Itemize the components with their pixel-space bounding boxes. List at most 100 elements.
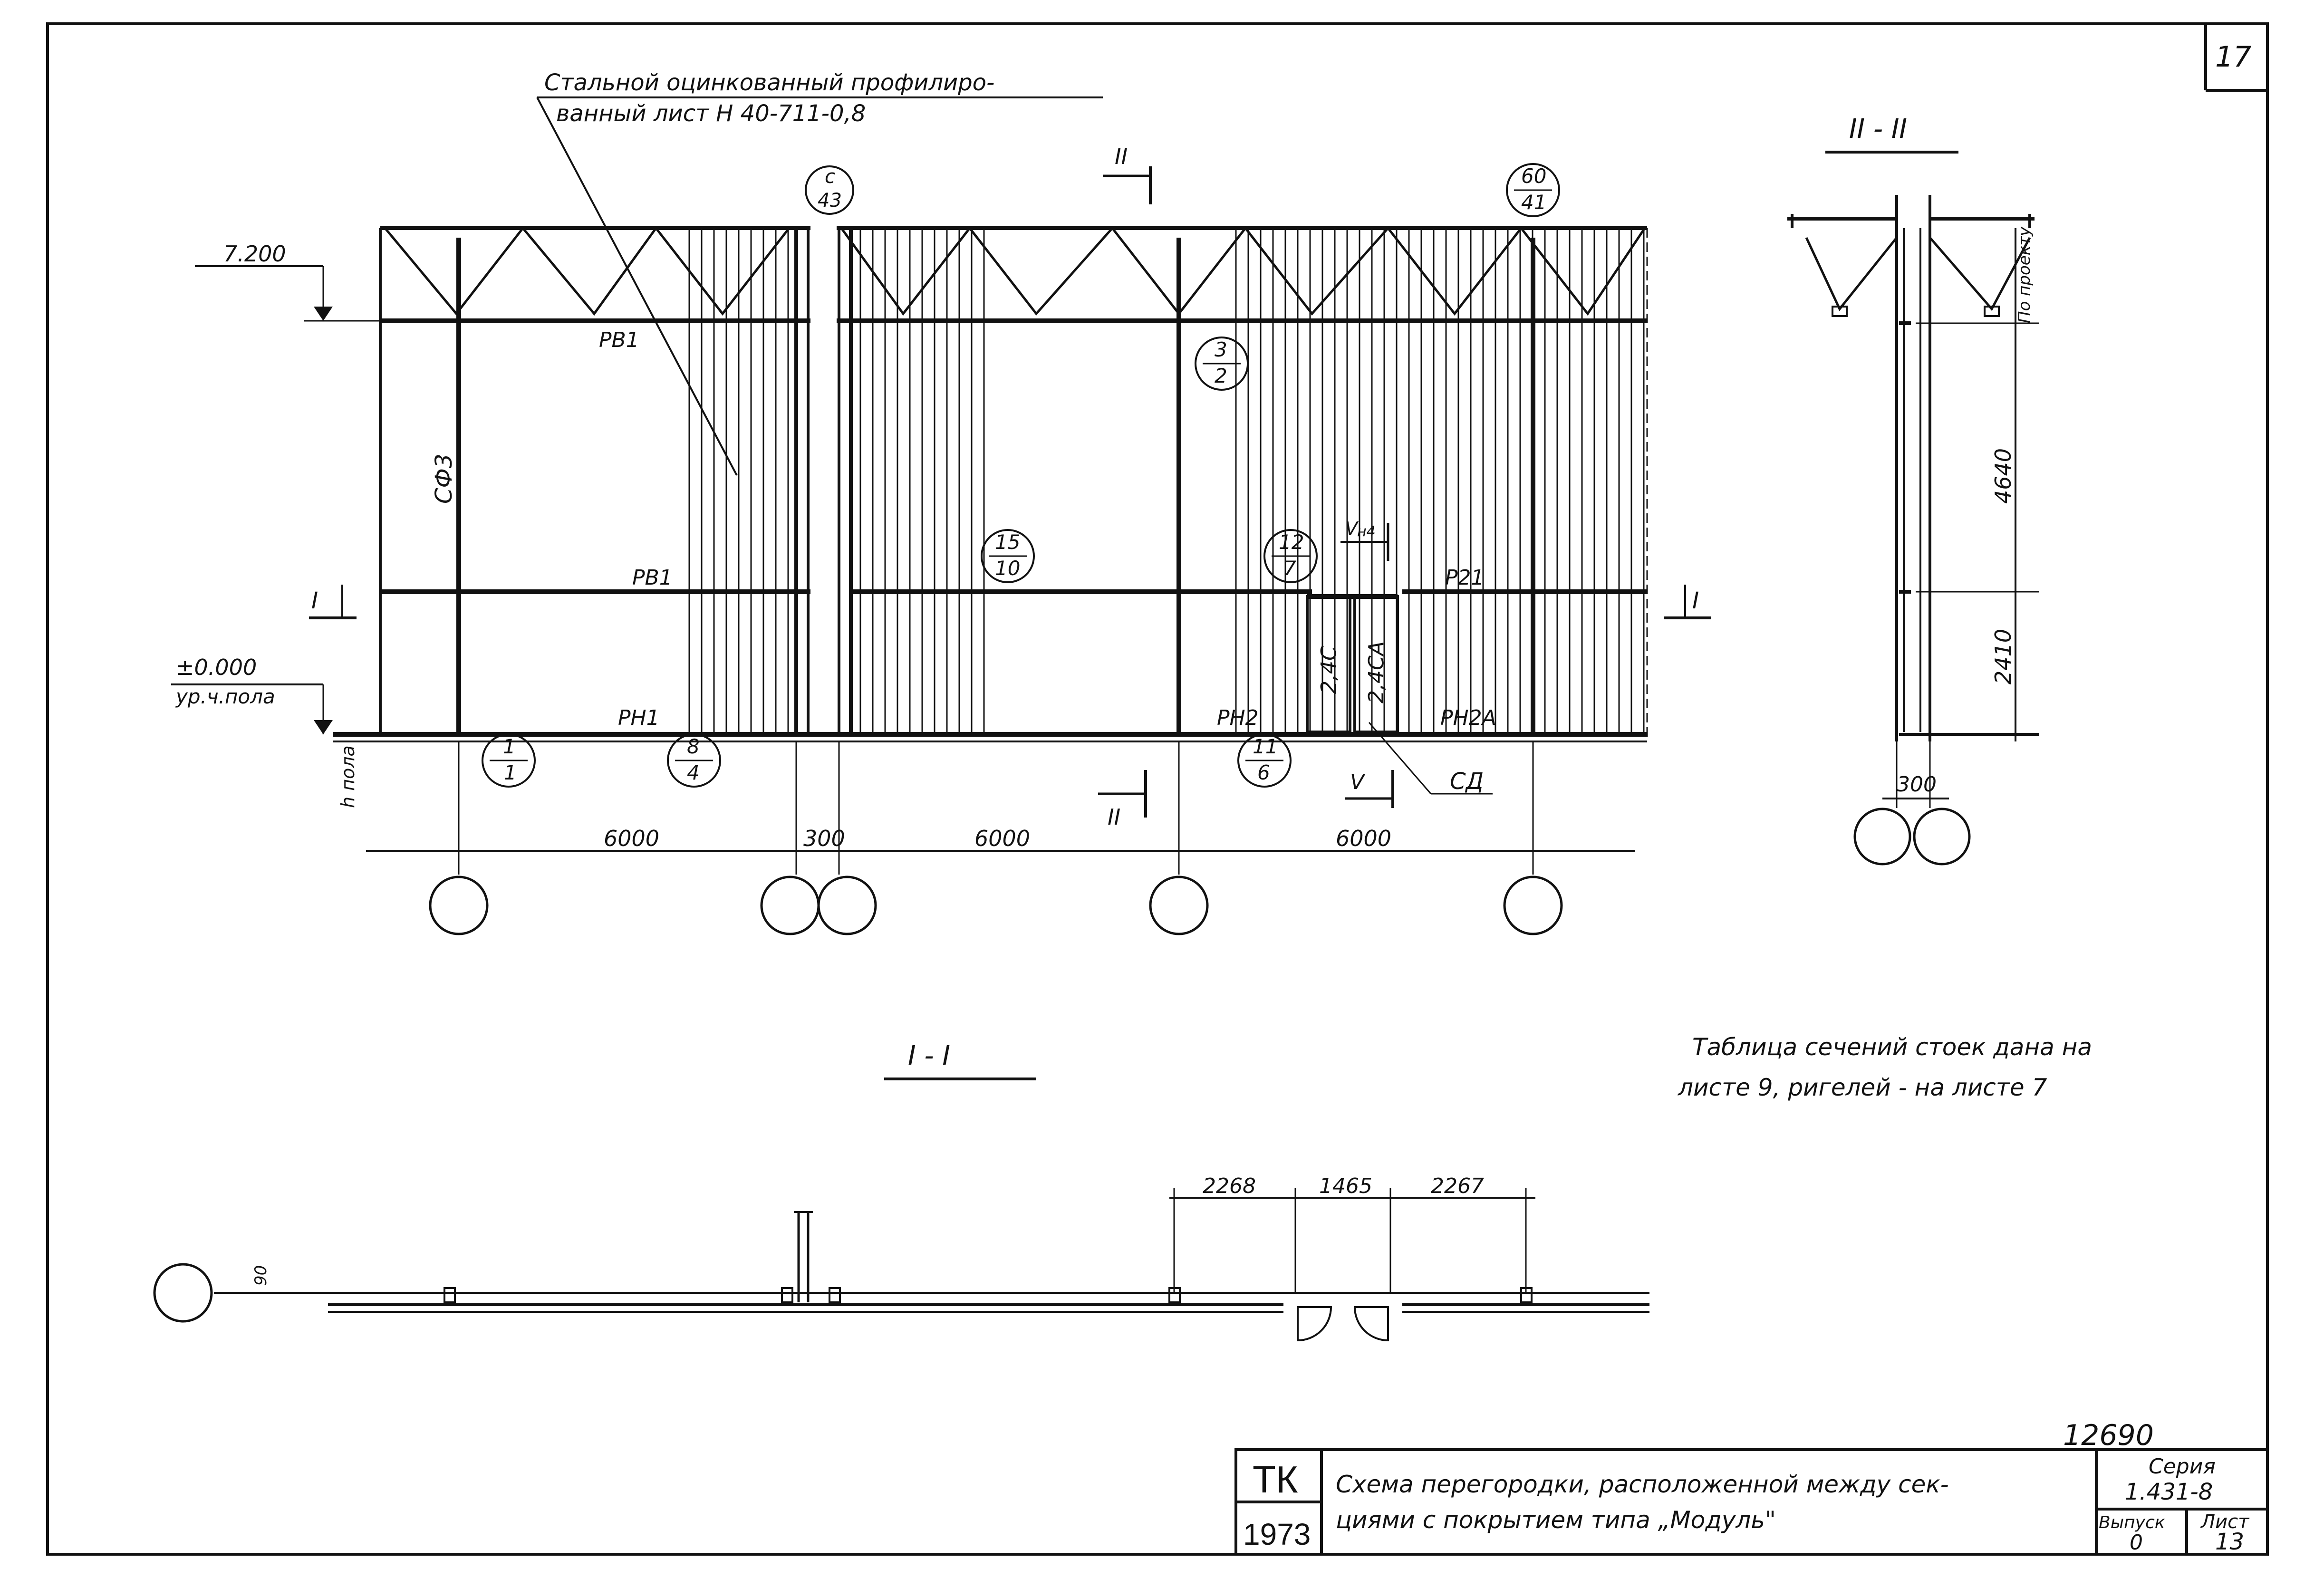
corrugated-sheet-hatch-right [859, 228, 985, 732]
svg-text:4: 4 [687, 761, 700, 784]
corrugated-sheet-hatch-third [1235, 228, 1645, 732]
section-cut-V: V [1345, 770, 1394, 808]
svg-text:V: V [1350, 770, 1366, 794]
material-note-line2: ванный лист Н 40-711-0,8 [556, 100, 866, 127]
callout-15-10: 15 10 [981, 529, 1035, 583]
title-block-issue-value: 0 [2130, 1530, 2143, 1555]
section-I-dim-1465: 1465 [1319, 1174, 1372, 1198]
material-note-line1: Стальной оцинкованный профилиро- [544, 69, 994, 96]
dim-6000-c: 6000 [1336, 826, 1391, 851]
partition-elevation: 2,4С 2,4СА СД 7.200 ±0.000 ур.ч.пола h п… [171, 144, 1711, 935]
svg-text:2: 2 [1215, 364, 1227, 387]
svg-text:7: 7 [1283, 557, 1296, 580]
grid-axis-bubble-4 [1149, 876, 1209, 935]
title-block-title-line2: циями с покрытием типа „Модуль" [1336, 1506, 1776, 1534]
svg-text:н4: н4 [1357, 523, 1376, 540]
section-II-axis-bubble-1 [1853, 808, 1911, 866]
svg-text:10: 10 [995, 557, 1020, 580]
section-cut-II-bottom: II [1098, 770, 1147, 830]
dim-6000-a: 6000 [604, 826, 659, 851]
grid-axis-bubble-5 [1503, 876, 1563, 935]
beam-label-rn2: РН2 [1217, 706, 1259, 730]
callout-11-6: 11 6 [1237, 733, 1292, 788]
level-mark-top: 7.200 [195, 241, 390, 322]
svg-text:II: II [1115, 144, 1128, 169]
svg-text:41: 41 [1521, 191, 1546, 214]
callout-c-43: с 43 [805, 165, 854, 215]
beam-label-rv1-top: РВ1 [599, 328, 639, 352]
section-I-dim-90: 90 [251, 1265, 270, 1286]
svg-text:I: I [311, 587, 318, 614]
svg-text:I: I [1692, 587, 1699, 614]
title-block-title-line1: Схема перегородки, расположенной между с… [1336, 1471, 1949, 1498]
svg-text:V: V [1345, 518, 1359, 539]
section-II-dim-300: 300 [1897, 772, 1937, 797]
svg-text:1: 1 [503, 735, 516, 758]
sheet-corner-number: 17 [2215, 40, 2251, 74]
svg-text:12: 12 [1279, 530, 1304, 554]
svg-text:1: 1 [504, 761, 517, 784]
callout-12-7: 12 7 [1263, 529, 1318, 583]
floor-thickness-label: h пола [338, 745, 358, 808]
svg-text:3: 3 [1215, 338, 1227, 361]
svg-text:II: II [1108, 804, 1120, 830]
title-block-sheet-label: Лист [2200, 1511, 2250, 1533]
inventory-number: 12690 [2063, 1419, 2154, 1452]
title-block: ТК 1973 Схема перегородки, расположенной… [1234, 1448, 2269, 1556]
post-label: СФ3 [431, 454, 457, 504]
grid-axis-bubble-1 [429, 876, 489, 935]
grid-axis-bubble-3 [817, 876, 877, 935]
level-mark-zero: ±0.000 ур.ч.пола [171, 654, 333, 734]
door-swing-right [1353, 1306, 1389, 1342]
svg-text:с: с [825, 166, 835, 188]
level-floor-label: ур.ч.пола [175, 685, 275, 708]
level-top-value: 7.200 [223, 241, 286, 267]
double-door: 2,4С 2,4СА СД [1306, 594, 1493, 795]
section-II-label-top: По проекту [2015, 226, 2034, 323]
sheet-frame [46, 22, 2269, 1556]
door-leaf-right-label: 2,4СА [1364, 641, 1389, 703]
svg-text:11: 11 [1253, 735, 1278, 758]
section-II-II: II - II По проекту 4640 2410 300 [1787, 114, 2039, 866]
level-zero-value: ±0.000 [176, 654, 257, 680]
title-block-sheet-value: 13 [2215, 1529, 2244, 1555]
callout-1-1: 1 1 [482, 733, 536, 788]
section-cut-I-right: I [1664, 585, 1711, 619]
svg-text:8: 8 [687, 735, 700, 758]
section-cut-II-top: II [1103, 144, 1152, 204]
section-cut-Vn4: V н4 [1340, 518, 1389, 561]
section-II-title: II - II [1849, 114, 1907, 144]
steel-columns [456, 228, 1535, 737]
title-block-year: 1973 [1243, 1517, 1311, 1551]
table-note-line1: Таблица сечений стоек дана на [1692, 1033, 2092, 1061]
title-block-series-label: Серия [2149, 1454, 2216, 1479]
corrugated-sheet-hatch-left [688, 228, 789, 732]
title-block-issue-label: Выпуск [2099, 1513, 2165, 1532]
section-I-axis-bubble [153, 1263, 213, 1323]
section-II-axis-bubble-2 [1913, 808, 1971, 866]
section-I-I: I - I 90 2268 1465 2267 [153, 1040, 1649, 1342]
svg-text:60: 60 [1521, 164, 1546, 188]
section-II-height-bottom: 2410 [1990, 629, 2016, 684]
dim-300: 300 [803, 826, 845, 851]
section-I-title: I - I [908, 1040, 950, 1071]
bottom-dimensions: 6000 300 6000 6000 [366, 741, 1635, 935]
door-label: СД [1450, 768, 1484, 795]
beam-label-rn2a: РН2А [1440, 706, 1496, 730]
beam-label-rv1-mid: РВ1 [632, 566, 673, 590]
door-leaf-left-label: 2,4С [1317, 646, 1341, 694]
title-block-series-value: 1.431-8 [2125, 1479, 2213, 1505]
section-I-dim-2267: 2267 [1431, 1174, 1484, 1198]
svg-text:15: 15 [995, 530, 1020, 554]
title-block-org: ТК [1253, 1458, 1298, 1501]
callouts: 1 1 8 4 11 6 15 10 [482, 163, 1560, 788]
grid-axis-bubble-2 [760, 876, 820, 935]
material-note: Стальной оцинкованный профилиро- ванный … [536, 69, 1103, 476]
callout-8-4: 8 4 [667, 733, 721, 788]
dim-6000-b: 6000 [974, 826, 1030, 851]
beam-label-r21: Р21 [1445, 566, 1485, 590]
section-II-height-top: 4640 [1990, 448, 2016, 504]
callout-60-41: 60 41 [1506, 163, 1560, 217]
table-note-line2: листе 9, ригелей - на листе 7 [1678, 1074, 2047, 1101]
